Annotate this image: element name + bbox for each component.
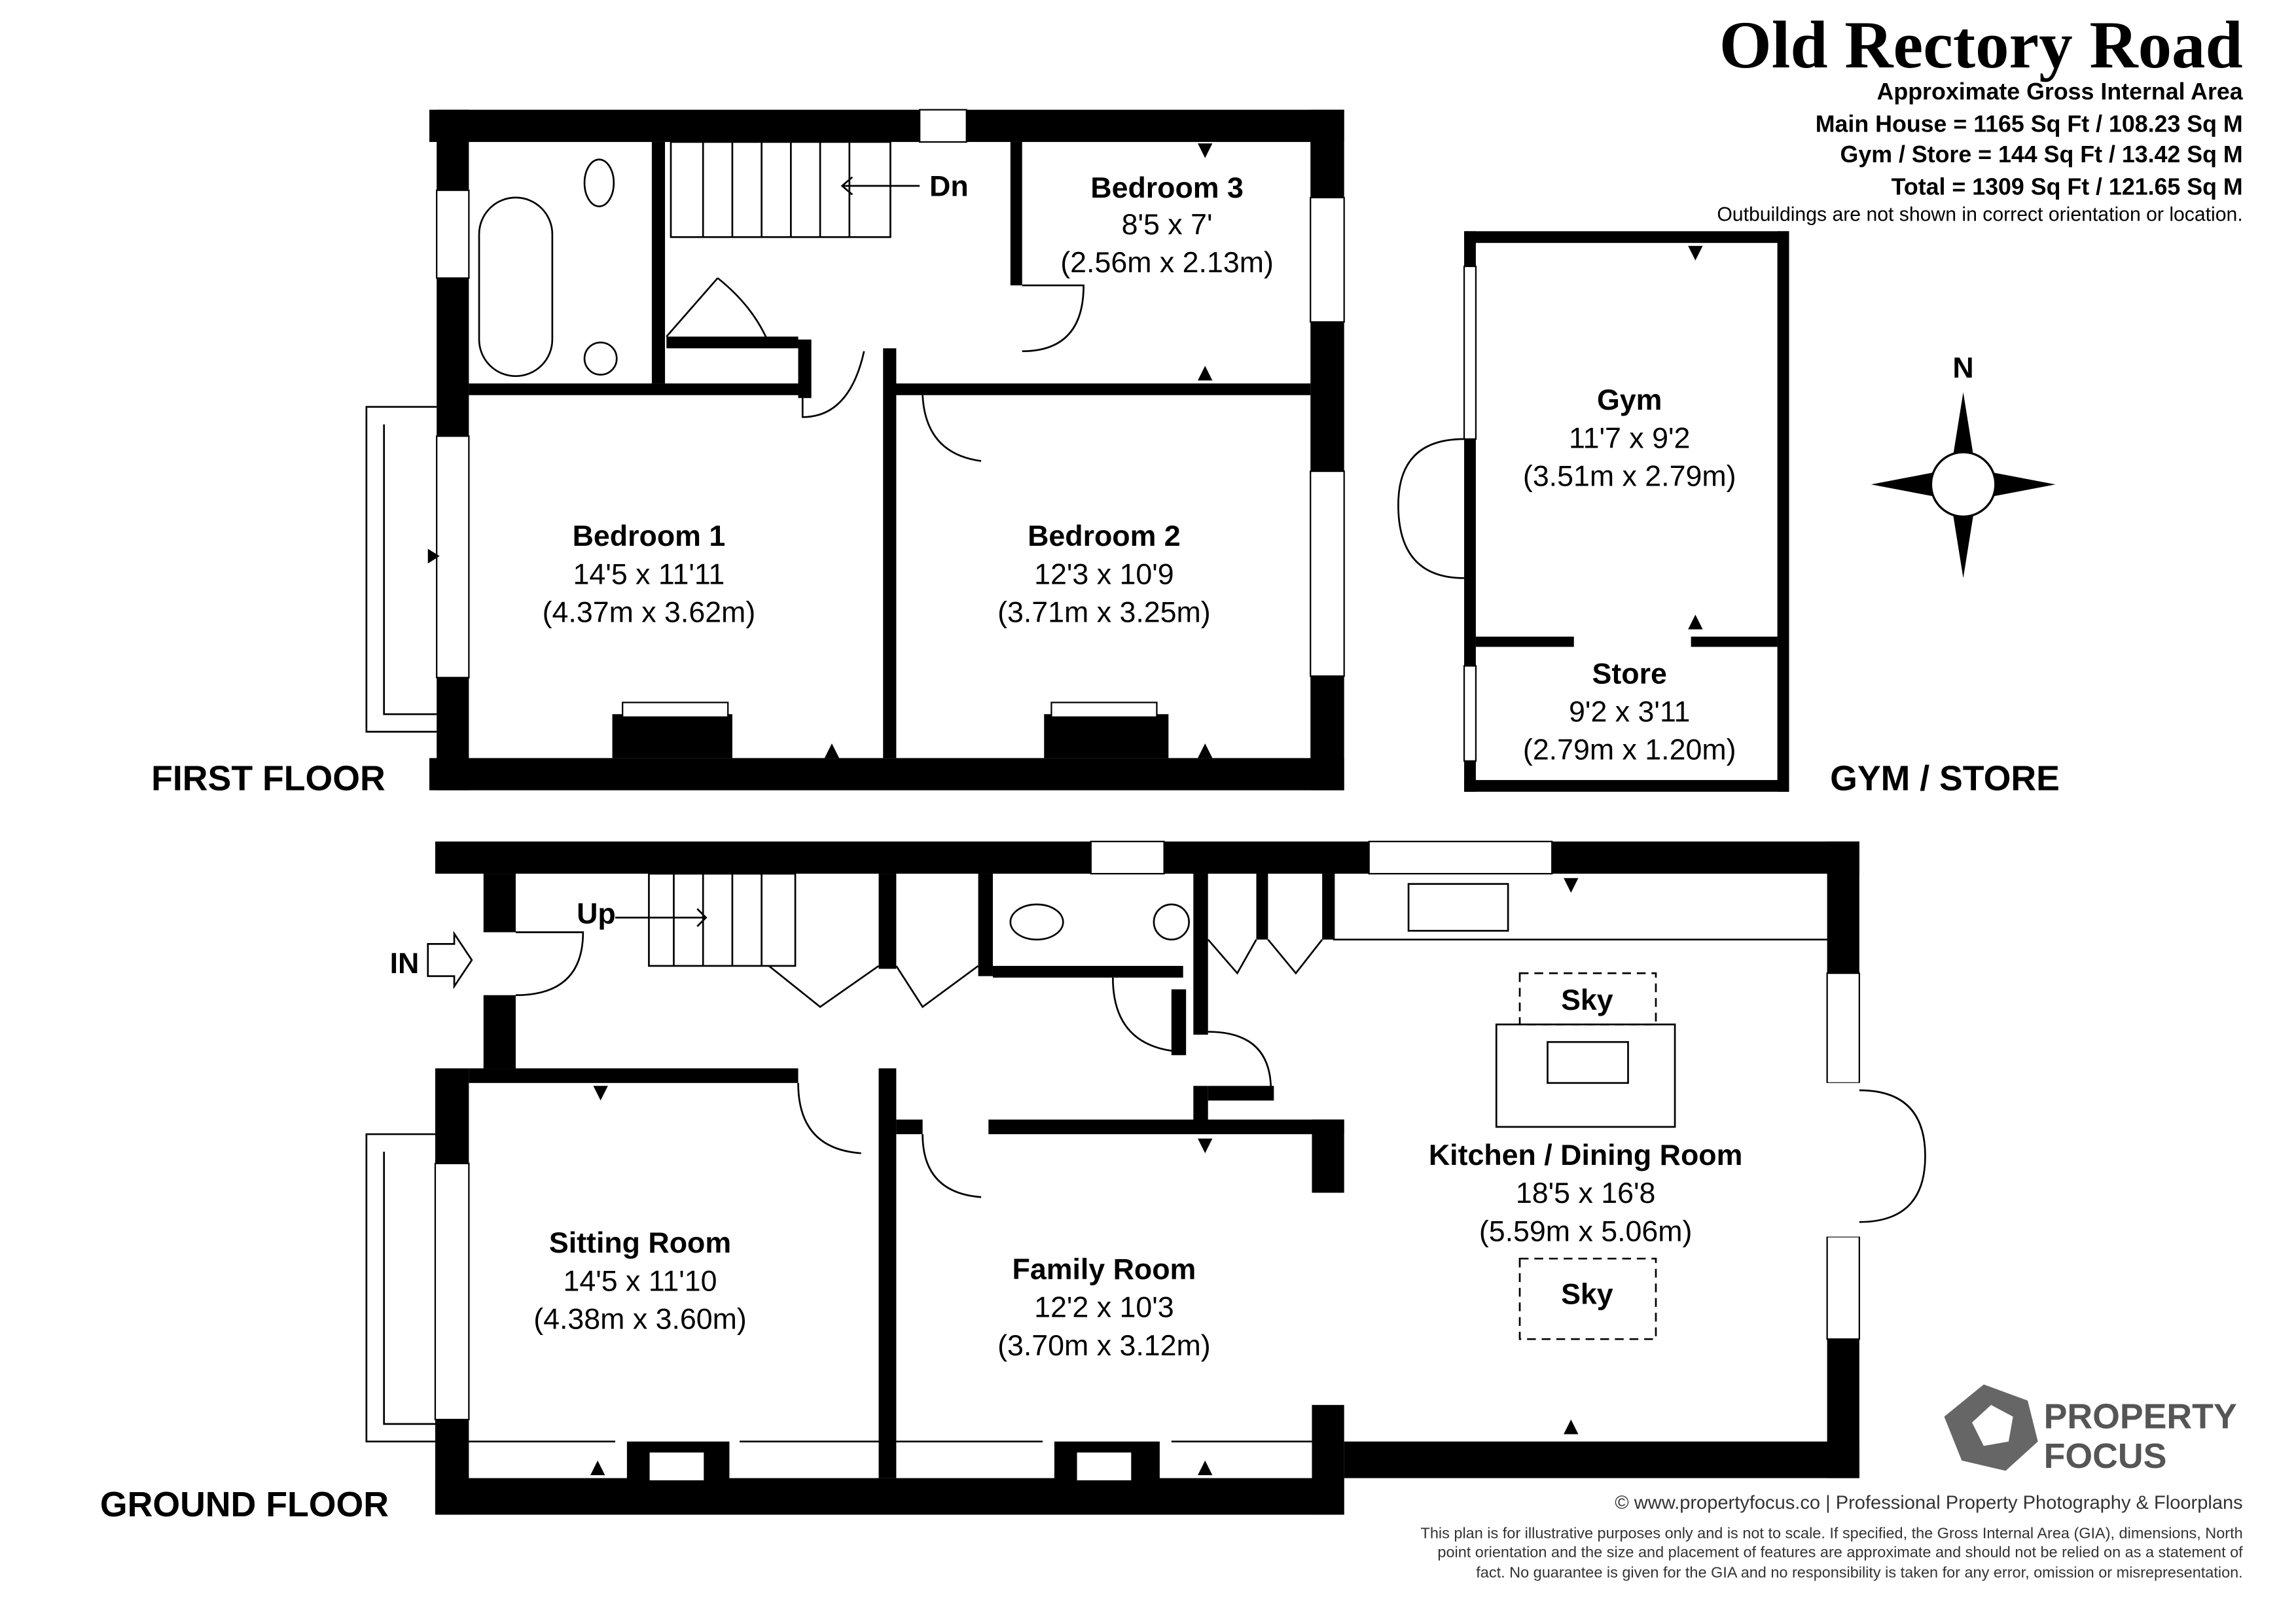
- gym-store-label: GYM / STORE: [1830, 759, 2060, 798]
- door: [1022, 284, 1085, 353]
- sink-icon: [1407, 883, 1509, 932]
- disclaimer-line: point orientation and the size and place…: [1437, 1543, 2243, 1560]
- room-name: Bedroom 3: [1090, 172, 1244, 204]
- room-dimensions-metric: (3.71m x 3.25m): [997, 596, 1211, 628]
- property-title: Old Rectory Road: [1719, 8, 2243, 82]
- room-name: Kitchen / Dining Room: [1429, 1139, 1742, 1171]
- cupboard-door: [768, 965, 979, 1008]
- room-dimensions-imperial: 9'2 x 3'11: [1569, 696, 1690, 728]
- front-door: [515, 931, 584, 996]
- skylight-label: Sky: [1561, 1278, 1613, 1310]
- dimension-arrows: [427, 143, 1703, 1476]
- stairs-icon: [615, 872, 797, 967]
- first-floor-plan: [365, 109, 1345, 791]
- door: [801, 351, 865, 418]
- room-name: Gym: [1597, 384, 1662, 416]
- ground-floor-label: GROUND FLOOR: [100, 1485, 389, 1524]
- north-label: N: [1952, 352, 1973, 384]
- property-focus-logo: PROPERTY FOCUS: [1944, 1384, 2237, 1476]
- room-name: Bedroom 1: [573, 520, 726, 552]
- room-dimensions-metric: (5.59m x 5.06m): [1479, 1215, 1693, 1247]
- basin-icon: [583, 341, 618, 376]
- stairs-icon: [670, 141, 920, 238]
- gym-store-plan: [1397, 231, 1789, 792]
- door: [1111, 977, 1172, 1052]
- room-name: Sitting Room: [549, 1227, 731, 1259]
- gym-store-area: Gym / Store = 144 Sq Ft / 13.42 Sq M: [1840, 141, 2243, 168]
- stairs-down-label: Dn: [929, 171, 969, 203]
- room-store: Store 9'2 x 3'11 (2.79m x 1.20m): [1523, 658, 1736, 766]
- total-area: Total = 1309 Sq Ft / 121.65 Sq M: [1892, 173, 2243, 200]
- disclaimer-line: This plan is for illustrative purposes o…: [1421, 1524, 2243, 1541]
- room-dimensions-metric: (2.56m x 2.13m): [1060, 247, 1274, 279]
- room-dimensions-imperial: 12'2 x 10'3: [1034, 1292, 1174, 1324]
- room-dimensions-imperial: 11'7 x 9'2: [1569, 422, 1690, 454]
- disclaimer-line: fact. No guarantee is given for the GIA …: [1476, 1564, 2242, 1581]
- french-door: [1859, 1089, 1926, 1223]
- room-dimensions-metric: (2.79m x 1.20m): [1523, 734, 1736, 766]
- basin-icon: [1153, 903, 1190, 941]
- room-dimensions-metric: (4.38m x 3.60m): [533, 1304, 747, 1336]
- ground-floor-plan: [365, 840, 1926, 1515]
- cupboard-door: [666, 277, 770, 345]
- room-sitting-room: Sitting Room 14'5 x 11'10 (4.38m x 3.60m…: [533, 1227, 747, 1335]
- room-dimensions-imperial: 14'5 x 11'10: [563, 1265, 717, 1297]
- room-dimensions-imperial: 18'5 x 16'8: [1516, 1177, 1656, 1209]
- logo-text: PROPERTY: [2044, 1397, 2237, 1436]
- room-name: Bedroom 2: [1028, 520, 1181, 552]
- entrance-label: IN: [390, 948, 420, 980]
- door: [922, 395, 982, 462]
- room-dimensions-metric: (3.70m x 3.12m): [997, 1330, 1211, 1362]
- door: [1208, 1031, 1272, 1091]
- toilet-icon: [1009, 903, 1064, 941]
- room-dimensions-imperial: 8'5 x 7': [1122, 209, 1213, 241]
- room-dimensions-metric: (3.51m x 2.79m): [1523, 460, 1736, 492]
- entrance-arrow-icon: [427, 931, 473, 990]
- skylight-label: Sky: [1561, 984, 1613, 1016]
- room-family-room: Family Room 12'2 x 10'3 (3.70m x 3.12m): [997, 1253, 1211, 1361]
- room-dimensions-imperial: 14'5 x 11'11: [573, 558, 725, 590]
- outbuildings-note: Outbuildings are not shown in correct or…: [1717, 204, 2242, 226]
- door: [797, 1082, 861, 1154]
- room-bedroom-3: Bedroom 3 8'5 x 7' (2.56m x 2.13m): [1060, 172, 1274, 279]
- main-house-area: Main House = 1165 Sq Ft / 108.23 Sq M: [1816, 111, 2243, 137]
- logo-text: FOCUS: [2044, 1436, 2167, 1476]
- french-door: [1397, 438, 1465, 579]
- toilet-icon: [583, 158, 615, 207]
- room-dimensions-metric: (4.37m x 3.62m): [543, 596, 756, 628]
- copyright: © www.propertyfocus.co | Professional Pr…: [1615, 1493, 2242, 1514]
- stairs-up-label: Up: [577, 898, 616, 930]
- room-bedroom-1: Bedroom 1 14'5 x 11'11 (4.37m x 3.62m): [543, 520, 756, 628]
- first-floor-label: FIRST FLOOR: [151, 759, 386, 798]
- room-gym: Gym 11'7 x 9'2 (3.51m x 2.79m): [1523, 384, 1736, 492]
- room-name: Store: [1592, 658, 1667, 690]
- kitchen-island: [1495, 1024, 1676, 1128]
- compass-icon: N: [1871, 352, 2056, 579]
- room-bedroom-2: Bedroom 2 12'3 x 10'9 (3.71m x 3.25m): [997, 520, 1211, 628]
- area-heading: Approximate Gross Internal Area: [1877, 79, 2244, 105]
- room-name: Family Room: [1013, 1253, 1196, 1285]
- door: [922, 1134, 982, 1198]
- room-dimensions-imperial: 12'3 x 10'9: [1034, 558, 1174, 590]
- room-kitchen-dining: Kitchen / Dining Room 18'5 x 16'8 (5.59m…: [1429, 1139, 1742, 1247]
- cupboard-door: [1207, 938, 1323, 975]
